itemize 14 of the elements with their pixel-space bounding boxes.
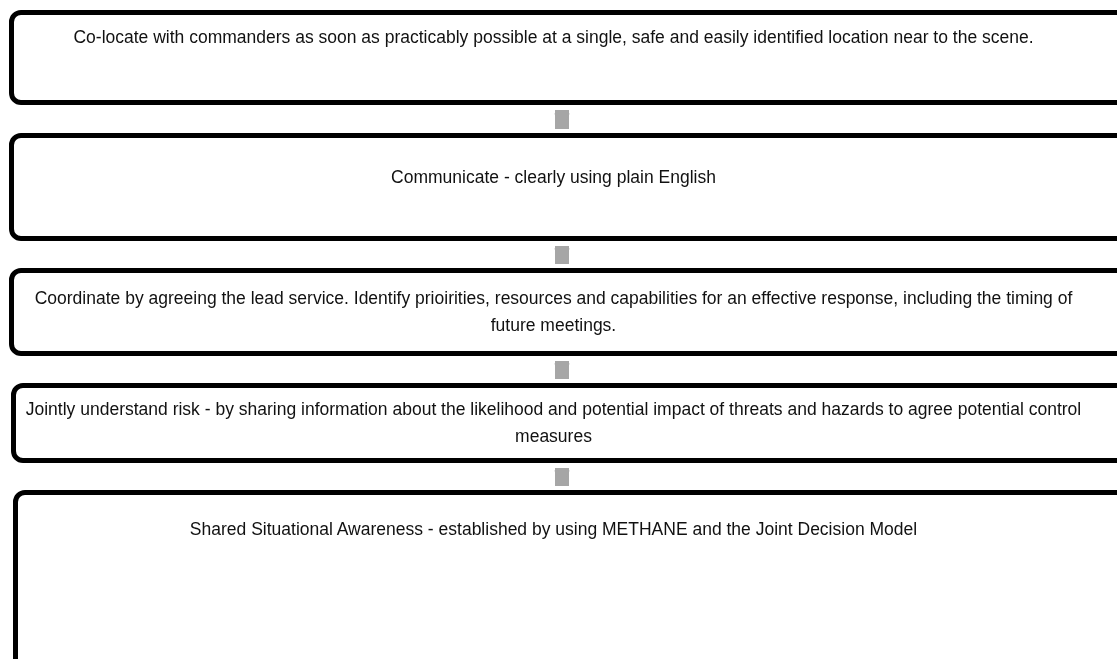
box-text: Communicate - clearly using plain English xyxy=(391,165,716,189)
process-box xyxy=(13,490,1117,659)
process-box xyxy=(9,268,1117,356)
box-text: Coordinate by agreeing the lead service. Identify prioirities, resources and capabilities for an effective response, including the timing of future meetings. xyxy=(33,287,1074,337)
box-text: Jointly understand risk - by sharing information about the likelihood and potential impact of threats and hazards to agree potential control measures xyxy=(24,398,1083,448)
process-box xyxy=(9,10,1117,105)
arrow xyxy=(554,246,570,264)
box-text: Shared Situational Awareness - established by using METHANE and the Joint Decision Model xyxy=(189,517,918,541)
arrow xyxy=(554,110,570,129)
process-box xyxy=(9,133,1117,241)
arrow xyxy=(554,468,570,486)
box-text: Co-locate with commanders as soon as practicably possible at a single, safe and easily identified location near to the scene. xyxy=(73,26,1034,49)
arrow xyxy=(554,361,570,379)
process-box xyxy=(11,383,1117,463)
